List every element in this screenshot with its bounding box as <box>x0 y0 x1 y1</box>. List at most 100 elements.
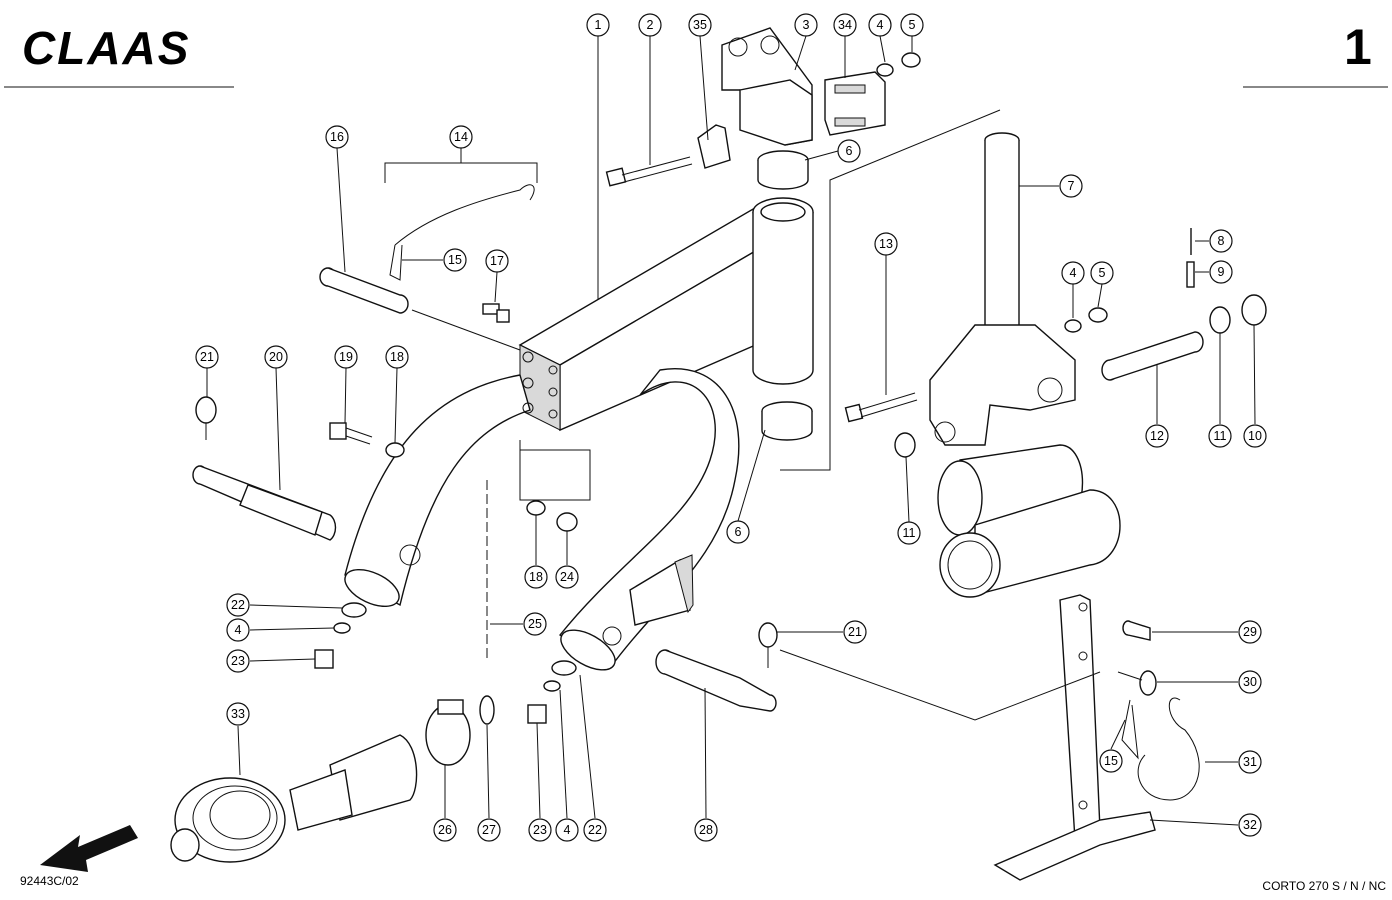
pin-12 <box>1101 331 1204 381</box>
svg-text:19: 19 <box>339 350 353 364</box>
bolt-23-left <box>314 649 334 669</box>
ring-21-left <box>195 396 217 440</box>
callout: 30 <box>1238 670 1262 694</box>
callout: 1 <box>586 13 610 37</box>
svg-text:23: 23 <box>231 654 245 668</box>
pin-9 <box>1186 261 1195 288</box>
svg-text:35: 35 <box>693 18 707 32</box>
svg-text:32: 32 <box>1243 818 1257 832</box>
svg-text:11: 11 <box>1214 429 1227 443</box>
callout: 29 <box>1238 620 1262 644</box>
pin-28 <box>655 649 777 712</box>
lanyard-wire <box>394 184 535 246</box>
svg-text:14: 14 <box>454 130 468 144</box>
callout: 15 <box>443 248 467 272</box>
callout: 32 <box>1238 813 1262 837</box>
svg-text:15: 15 <box>1104 754 1118 768</box>
top-bracket <box>721 27 813 146</box>
bolt-23-right <box>527 704 547 724</box>
brand-logo: CLAAS <box>22 22 190 74</box>
svg-text:25: 25 <box>528 617 542 631</box>
main-frame <box>344 197 814 671</box>
washer-22-left <box>341 602 367 618</box>
callout: 4 <box>555 818 579 842</box>
callout: 4 <box>868 13 892 37</box>
svg-text:4: 4 <box>1070 266 1077 280</box>
svg-text:27: 27 <box>482 823 496 837</box>
pin-30 <box>1117 670 1157 696</box>
drawing-code: 92443C/02 <box>20 874 79 888</box>
callout: 22 <box>583 818 607 842</box>
callout: 21 <box>195 345 219 369</box>
svg-text:33: 33 <box>231 707 245 721</box>
svg-text:22: 22 <box>588 823 602 837</box>
washer-11-right <box>1209 306 1231 334</box>
svg-text:21: 21 <box>200 350 214 364</box>
callout: 34 <box>833 13 857 37</box>
svg-text:17: 17 <box>490 254 504 268</box>
grease-nipple <box>482 303 510 323</box>
svg-text:22: 22 <box>231 598 245 612</box>
svg-text:4: 4 <box>877 18 884 32</box>
callout: 8 <box>1209 229 1233 253</box>
pto-shaft <box>170 734 418 863</box>
callout: 31 <box>1238 750 1262 774</box>
svg-text:31: 31 <box>1243 755 1257 769</box>
callout: 26 <box>433 818 457 842</box>
svg-text:7: 7 <box>1068 179 1075 193</box>
callout: 6 <box>726 520 750 544</box>
washer-10 <box>1241 294 1267 326</box>
washer-top <box>876 63 894 77</box>
callout: 13 <box>874 232 898 256</box>
callout: 3 <box>794 13 818 37</box>
bolt-long-top <box>605 156 693 187</box>
hose-clamp <box>425 699 471 766</box>
assembly-line-bolts <box>519 440 591 501</box>
callout: 23 <box>528 818 552 842</box>
svg-text:28: 28 <box>699 823 713 837</box>
clip-plate <box>824 71 886 136</box>
svg-text:30: 30 <box>1243 675 1257 689</box>
svg-text:18: 18 <box>390 350 404 364</box>
callout: 6 <box>837 139 861 163</box>
callout: 19 <box>334 345 358 369</box>
callout: 4 <box>226 618 250 642</box>
washer-mid <box>1064 319 1082 333</box>
callout: 16 <box>325 125 349 149</box>
svg-text:20: 20 <box>269 350 283 364</box>
svg-text:34: 34 <box>838 18 852 32</box>
pivot-shaft <box>929 132 1076 446</box>
ring-21-right <box>758 622 778 668</box>
svg-text:6: 6 <box>735 525 742 539</box>
washer-11-left <box>894 432 916 458</box>
pin-16 <box>319 267 409 314</box>
svg-text:1: 1 <box>595 18 602 32</box>
callout: 5 <box>900 13 924 37</box>
svg-text:5: 5 <box>909 18 916 32</box>
callout: 14 <box>449 125 473 149</box>
svg-text:15: 15 <box>448 253 462 267</box>
washer-4-right <box>543 680 561 692</box>
svg-text:6: 6 <box>846 144 853 158</box>
callout: 17 <box>485 249 509 273</box>
washer-4-left <box>333 622 351 634</box>
brand-logo-text: CLAAS <box>22 22 190 74</box>
washer-18-upper <box>385 442 405 458</box>
bolt-19 <box>329 422 373 445</box>
page-number: 1 <box>1344 19 1372 75</box>
nut-mid <box>1088 307 1108 323</box>
svg-text:10: 10 <box>1248 429 1262 443</box>
callout-leaders <box>206 35 1256 826</box>
svg-text:9: 9 <box>1218 265 1225 279</box>
callout: 18 <box>385 345 409 369</box>
svg-text:8: 8 <box>1218 234 1225 248</box>
callouts: 1 2 35 3 34 4 5 6 7 16 14 15 17 13 8 9 4… <box>195 13 1267 842</box>
pin-20 <box>192 465 337 541</box>
svg-text:11: 11 <box>903 526 916 540</box>
direction-arrow-icon <box>40 825 138 872</box>
bolt-13 <box>844 392 918 423</box>
callout: 11 <box>897 521 921 545</box>
callout: 27 <box>477 818 501 842</box>
pin-29 <box>1122 620 1151 641</box>
spring-clip <box>697 124 731 169</box>
